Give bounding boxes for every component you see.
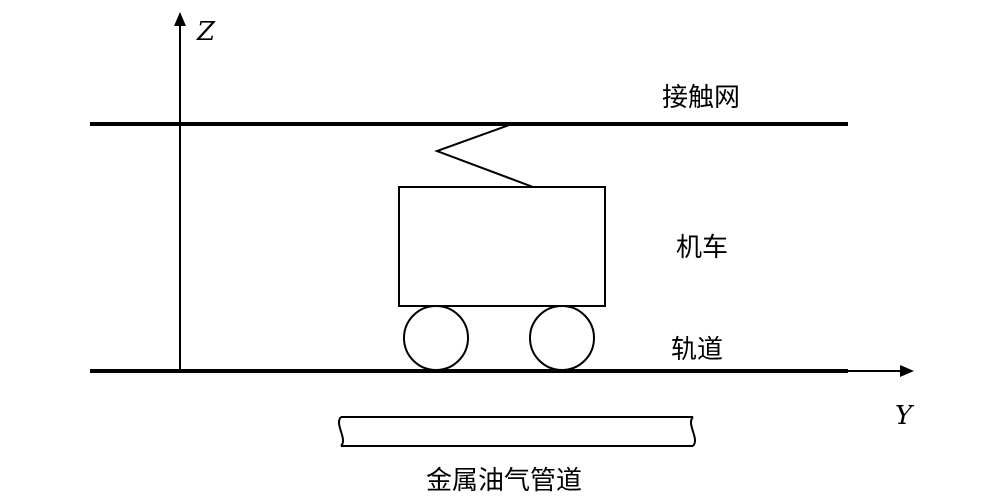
y-axis-label: Y — [895, 401, 915, 431]
z-axis: Z — [174, 12, 216, 370]
z-axis-arrowhead — [174, 12, 186, 26]
pipeline: 金属油气管道 — [338, 416, 696, 496]
locomotive-wheel-right — [529, 305, 595, 371]
pipeline-label: 金属油气管道 — [426, 466, 582, 496]
locomotive-label: 机车 — [676, 233, 728, 263]
track-label: 轨道 — [671, 335, 723, 365]
pipeline-right-end — [690, 416, 696, 447]
locomotive-body — [398, 186, 606, 307]
locomotive-wheel-left — [403, 305, 469, 371]
pipeline-left-end — [338, 416, 344, 447]
catenary: 接触网 — [90, 83, 848, 126]
z-axis-label: Z — [196, 17, 216, 47]
y-axis-arrowhead — [900, 365, 914, 377]
track: 轨道 Y — [90, 335, 915, 431]
catenary-label: 接触网 — [662, 83, 740, 113]
pantograph — [434, 123, 534, 188]
